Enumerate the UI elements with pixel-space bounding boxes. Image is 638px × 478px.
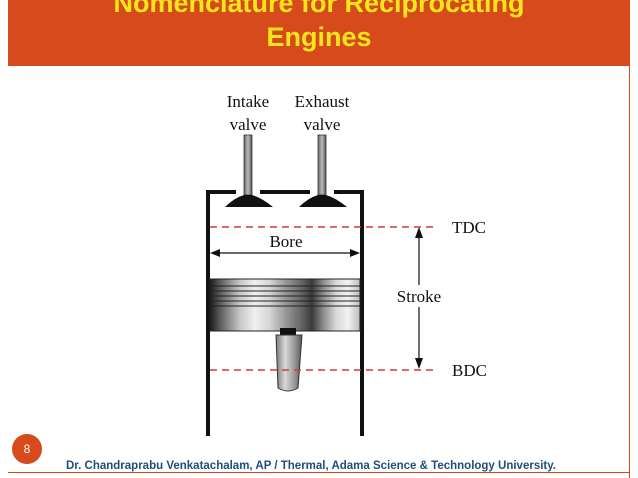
title-bar: Nomenclature for Reciprocating Engines (8, 0, 630, 66)
page-number-badge: 8 (12, 434, 42, 464)
slide-title: Nomenclature for Reciprocating Engines (8, 0, 630, 54)
intake-label-line1: Intake (227, 92, 269, 111)
bore-label-bg (262, 232, 308, 252)
tdc-label: TDC (452, 218, 486, 237)
exhaust-label-line2: valve (304, 115, 341, 134)
exhaust-valve (299, 134, 347, 207)
exhaust-label-line1: Exhaust (295, 92, 350, 111)
connecting-rod (275, 328, 303, 392)
cylinder (206, 190, 364, 436)
bore-label: Bore (269, 232, 302, 251)
intake-label-line2: valve (230, 115, 267, 134)
bottom-rule (8, 472, 630, 473)
piston (209, 278, 361, 332)
bdc-label: BDC (452, 361, 487, 380)
footer-credit: Dr. Chandraprabu Venkatachalam, AP / The… (66, 460, 556, 472)
stroke-label: Stroke (397, 287, 441, 306)
right-rule (629, 66, 630, 478)
intake-valve (225, 134, 273, 207)
slide-title-line1: Nomenclature for Reciprocating (113, 0, 525, 18)
stroke-label-bg (392, 285, 448, 307)
slide-title-line2: Engines (266, 22, 372, 52)
bore-arrow (210, 249, 360, 257)
